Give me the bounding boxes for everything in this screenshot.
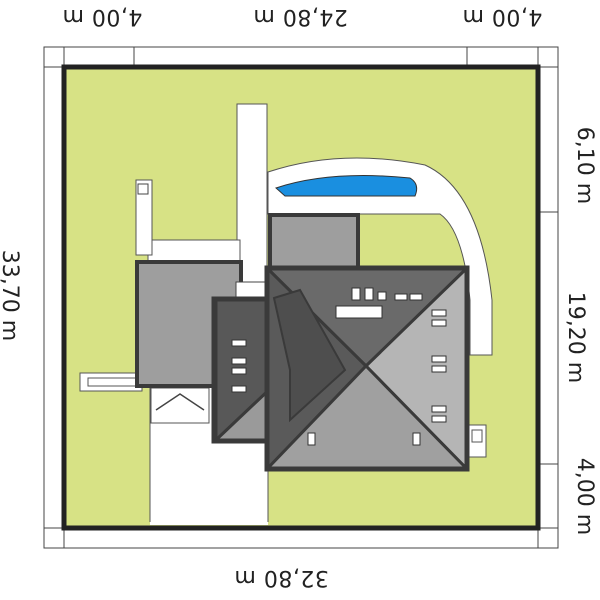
valley-roof [272,288,347,423]
pool-terrace [267,157,493,356]
flat-roof-top [268,213,360,273]
skylights [231,287,447,446]
